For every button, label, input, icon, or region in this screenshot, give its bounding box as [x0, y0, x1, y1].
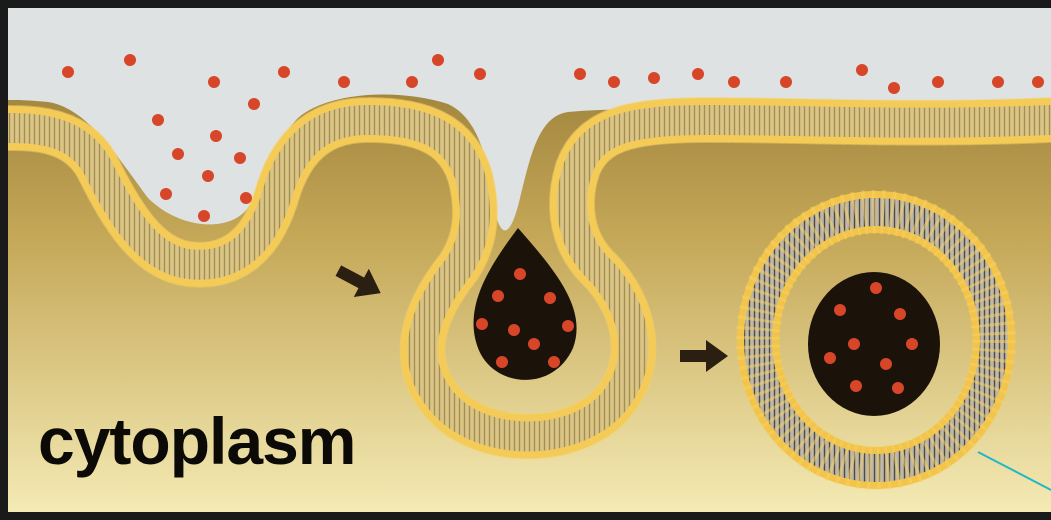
cytoplasm-label: cytoplasm	[38, 408, 355, 474]
endocytosis-figure: cytoplasm	[8, 8, 1051, 512]
